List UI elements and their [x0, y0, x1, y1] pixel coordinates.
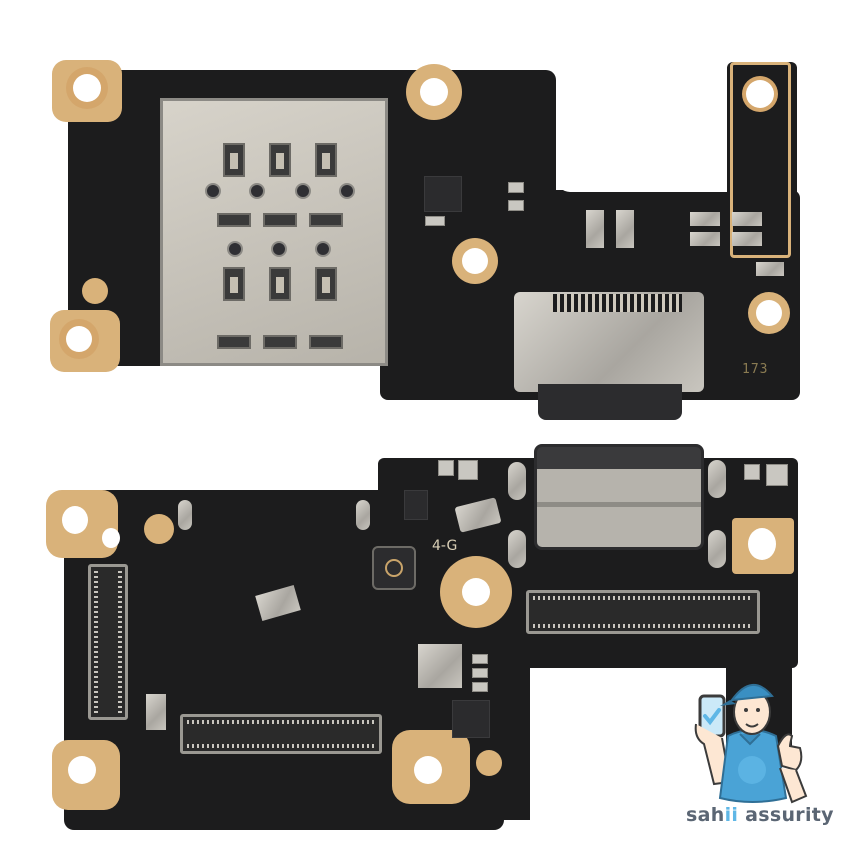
sim-contact [269, 143, 291, 177]
solder-tab [178, 500, 192, 530]
smd-component [458, 460, 478, 480]
smd-component [438, 460, 454, 476]
sim-slot-bar [217, 335, 251, 349]
mount-hole [102, 528, 120, 548]
spring-contact [586, 210, 604, 248]
board-to-board-connector-right [526, 590, 760, 634]
board-marking: 173 [742, 362, 769, 377]
bottom-board: 4-G [0, 430, 861, 860]
gold-pad [144, 514, 174, 544]
sim-slot-bar [309, 335, 343, 349]
mount-hole [68, 756, 96, 784]
usb-c-port-back [534, 444, 704, 550]
mount-hole [62, 506, 88, 534]
sim-slot-bar [309, 213, 343, 227]
sim-contact [315, 267, 337, 301]
sim-rivet [295, 183, 311, 199]
mount-hole [748, 528, 776, 560]
technician-mascot-icon [694, 684, 808, 804]
mount-hole [414, 756, 442, 784]
sim-slot-bar [263, 335, 297, 349]
ic-chip [404, 490, 428, 520]
smd-component [744, 464, 760, 480]
smd-component [472, 668, 488, 678]
spring-contact [732, 232, 762, 246]
solder-tab [508, 530, 526, 568]
solder-tab [708, 530, 726, 568]
smd-component [472, 654, 488, 664]
solder-tab [708, 460, 726, 498]
mount-hole [756, 300, 782, 326]
sensor-chip [418, 644, 462, 688]
solder-tab [356, 500, 370, 530]
usb-c-receptacle [538, 384, 682, 420]
smd-component [766, 464, 788, 486]
spring-contact [616, 210, 634, 248]
gold-trace-frame [730, 62, 791, 258]
ic-chip [424, 176, 462, 212]
gold-pad [82, 278, 108, 304]
sim-slot-bar [263, 213, 297, 227]
spring-contact [690, 212, 720, 226]
sim-rivet [249, 183, 265, 199]
top-board: 173 [50, 50, 800, 420]
board-to-board-connector-vertical [88, 564, 128, 720]
sim-rivet [315, 241, 331, 257]
mount-hole [420, 78, 448, 106]
spring-contact [756, 262, 784, 276]
smd-component [425, 216, 445, 226]
gold-pad [476, 750, 502, 776]
mount-hole [746, 80, 774, 108]
smd-component [508, 182, 524, 193]
board-to-board-connector-bottom [180, 714, 382, 754]
sim-slot-bar [217, 213, 251, 227]
usb-c-pins [550, 294, 682, 312]
mount-hole [73, 74, 101, 102]
sim-card-reader [160, 98, 388, 366]
ic-chip [452, 700, 490, 738]
antenna-coax-connector [372, 546, 416, 590]
solder-tab [508, 462, 526, 500]
sim-rivet [227, 241, 243, 257]
sim-contact [223, 267, 245, 301]
smd-component [508, 200, 524, 211]
mount-hole [462, 248, 488, 274]
sim-contact [223, 143, 245, 177]
sim-contact [315, 143, 337, 177]
sim-rivet [339, 183, 355, 199]
spring-contact [690, 232, 720, 246]
mount-hole [462, 578, 490, 606]
sim-rivet [271, 241, 287, 257]
shield-clip [146, 694, 166, 730]
smd-component [472, 682, 488, 692]
brand-name: sahii assurity [686, 804, 834, 826]
sim-contact [269, 267, 291, 301]
brand-watermark: sahii assurity [686, 666, 856, 836]
coax-center [385, 559, 403, 577]
top-notch [556, 50, 727, 192]
mount-hole [66, 326, 92, 352]
silkscreen-marking: 4-G [432, 538, 458, 554]
sim-rivet [205, 183, 221, 199]
spring-contact [732, 212, 762, 226]
